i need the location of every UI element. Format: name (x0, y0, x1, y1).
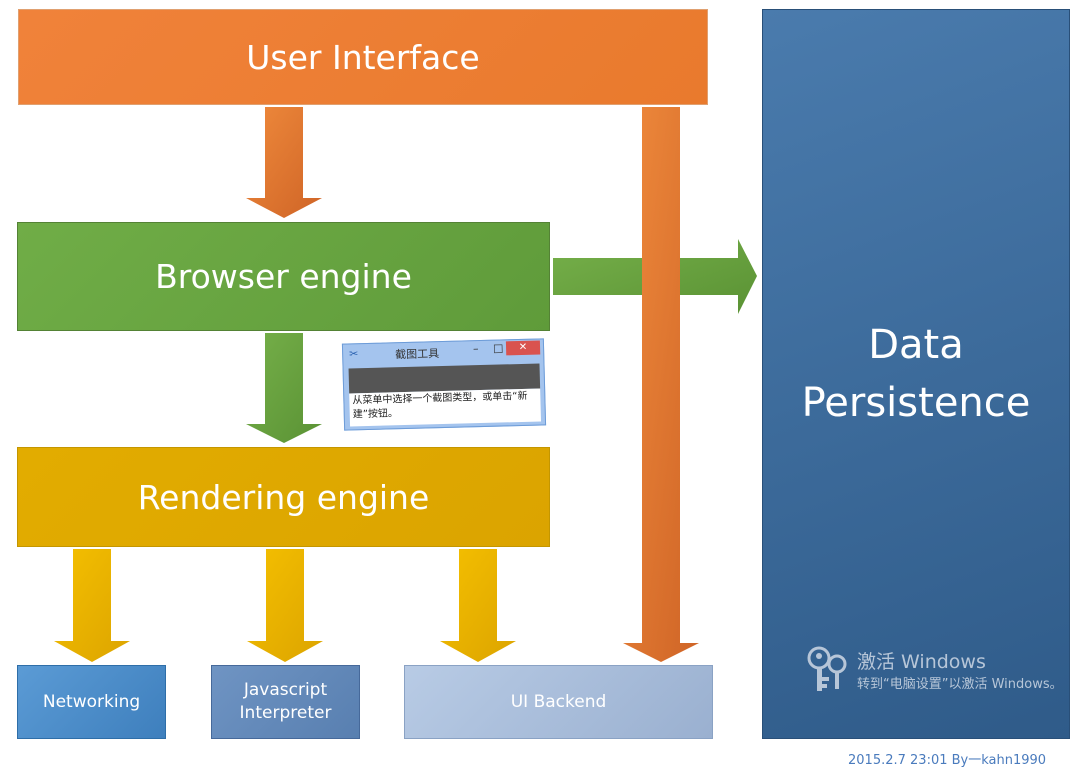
javascript-label-line2: Interpreter (239, 703, 332, 723)
networking-label: Networking (42, 691, 141, 712)
key-icon (807, 646, 847, 691)
arrow-ui-to-browser (246, 107, 322, 218)
data-persistence-box: Data Persistence (762, 9, 1070, 739)
browser-engine-box: Browser engine (17, 222, 550, 331)
arrow-ui-to-ui-backend (623, 107, 699, 662)
browser-engine-label: Browser engine (155, 257, 412, 296)
javascript-interpreter-box: Javascript Interpreter (211, 665, 360, 739)
arrow-rendering-to-javascript (247, 549, 323, 662)
user-interface-box: User Interface (18, 9, 708, 105)
rendering-engine-box: Rendering engine (17, 447, 550, 547)
arrow-rendering-to-networking (54, 549, 130, 662)
user-interface-label: User Interface (246, 37, 480, 77)
rendering-engine-label: Rendering engine (137, 477, 430, 517)
credit-text: 2015.2.7 23:01 By一kahn1990 (848, 753, 1047, 768)
data-persistence-label-line1: Data (868, 322, 964, 368)
snipping-tool-message: 从菜单中选择一个截图类型，或单击“新建”按钮。 (349, 388, 542, 427)
snipping-tool-window[interactable]: ✂ 截图工具 – □ ✕ 从菜单中选择一个截图类型，或单击“新建”按钮。 (341, 338, 547, 431)
snipping-tool-title: 截图工具 (395, 347, 440, 362)
windows-activation-watermark: 激活 Windows 转到“电脑设置”以激活 Windows。 (805, 645, 1063, 699)
data-persistence-label-line2: Persistence (801, 380, 1031, 426)
minimize-button[interactable]: – (472, 342, 479, 356)
ui-backend-box: UI Backend (404, 665, 713, 739)
watermark-title: 激活 Windows (857, 651, 986, 673)
arrow-rendering-to-ui-backend (440, 549, 516, 662)
arrow-browser-to-rendering (246, 333, 322, 443)
networking-box: Networking (17, 665, 166, 739)
scissors-icon: ✂ (348, 347, 359, 361)
snipping-tool-titlebar[interactable]: ✂ 截图工具 – □ ✕ (343, 339, 543, 364)
watermark-subtitle: 转到“电脑设置”以激活 Windows。 (857, 677, 1063, 692)
maximize-button[interactable]: □ (492, 341, 504, 355)
javascript-label-line1: Javascript (243, 680, 328, 701)
close-button[interactable]: ✕ (505, 340, 541, 356)
ui-backend-label: UI Backend (510, 691, 607, 712)
